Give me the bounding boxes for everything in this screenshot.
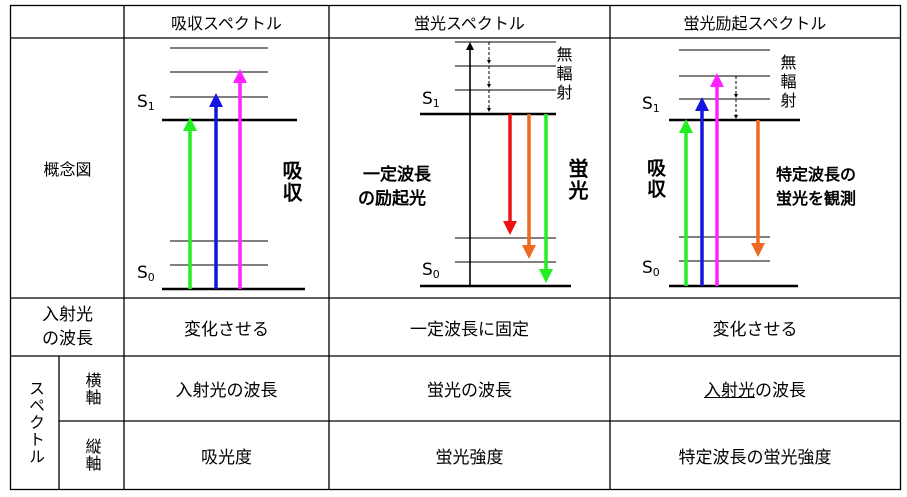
row-label-concept: 概念図 (43, 160, 92, 179)
incident-value-excitation: 変化させる (712, 319, 798, 340)
absorption-diagram: S1 S0 吸収 (137, 47, 305, 291)
nonradiative-label: 無輻射 (554, 46, 573, 103)
incident-value-fluorescence: 一定波長に固定 (410, 319, 529, 340)
excitation-light-label-1: 一定波長 (363, 164, 432, 185)
row-label-incident-text: 入射光の波長 (42, 305, 93, 349)
fluorescence-diagram: S1 S0 無輻射 蛍光 一定波長 の励起光 (358, 41, 589, 288)
s1-label: S1 (642, 94, 660, 115)
row-label-incident: 入射光の波長 (11, 298, 124, 356)
header-fluorescence: 蛍光スペクトル (414, 14, 525, 33)
vertical-value-fluorescence: 蛍光強度 (435, 447, 504, 468)
absorption-label: 吸収 (279, 160, 303, 204)
s1-label: S1 (422, 89, 440, 110)
row-label-spectrum: スペクトル (26, 380, 45, 465)
vertical-value-absorption: 吸光度 (201, 447, 252, 468)
header-excitation: 蛍光励起スペクトル (683, 14, 827, 33)
s0-label: S0 (422, 260, 440, 281)
excitation-diagram: S1 S0 吸収 無輻射 特定波長の 蛍光を観測 (642, 49, 856, 288)
header-absorption: 吸収スペクトル (171, 14, 282, 33)
row-label-vertical: 縦軸 (82, 438, 102, 472)
s0-label: S0 (642, 258, 660, 279)
incident-value-absorption: 変化させる (184, 319, 269, 340)
fluorescence-label: 蛍光 (565, 157, 589, 202)
s0-label: S0 (137, 263, 155, 284)
excitation-light-label-2: の励起光 (358, 188, 426, 209)
horizontal-value-absorption: 入射光の波長 (175, 381, 278, 401)
absorption-label: 吸収 (644, 158, 666, 200)
vertical-value-excitation: 特定波長の蛍光強度 (678, 447, 832, 468)
row-label-horizontal: 横軸 (82, 371, 102, 406)
horizontal-value-excitation-rest: の波長 (755, 381, 806, 401)
nonradiative-label: 無輻射 (778, 54, 797, 111)
horizontal-value-excitation: 入射光の波長 (610, 356, 900, 421)
s1-label: S1 (137, 92, 155, 113)
detect-specific-label-1: 特定波長の (776, 165, 856, 184)
underlined-incident: 入射光 (704, 381, 755, 401)
detect-specific-label-2: 蛍光を観測 (776, 189, 856, 208)
horizontal-value-fluorescence: 蛍光の波長 (427, 381, 512, 401)
